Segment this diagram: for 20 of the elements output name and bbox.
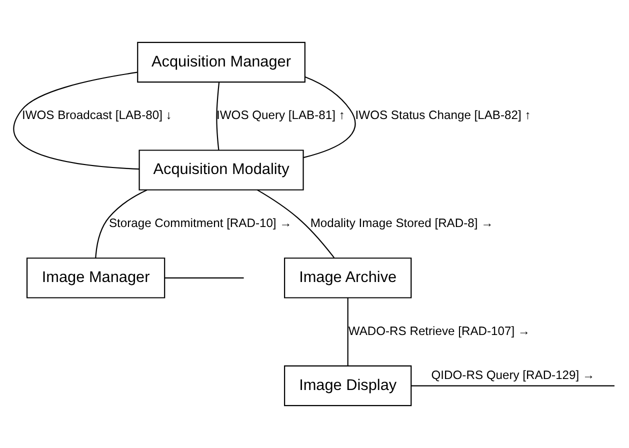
connector <box>256 189 335 258</box>
node-box: Image Display <box>284 365 412 406</box>
connector <box>95 189 148 258</box>
edge-label: IWOS Status Change [LAB-82] ↑ <box>355 108 531 122</box>
connector <box>347 298 348 366</box>
connector <box>13 72 140 170</box>
node-box: Acquisition Manager <box>137 42 306 83</box>
edge-label: WADO-RS Retrieve [RAD-107] → <box>348 324 530 338</box>
node-box: Acquisition Modality <box>138 150 304 190</box>
edge-label: Storage Commitment [RAD-10] → <box>108 216 292 230</box>
connector <box>216 82 220 150</box>
edge-label: IWOS Broadcast [LAB-80] ↓ <box>22 108 172 122</box>
connector <box>164 277 244 278</box>
connector <box>411 385 614 386</box>
connector <box>303 76 356 158</box>
edge-label: IWOS Query [LAB-81] ↑ <box>216 108 345 122</box>
node-box: Image Manager <box>26 258 166 298</box>
edge-label: Modality Image Stored [RAD-8] → <box>310 216 494 230</box>
edge-label: QIDO-RS Query [RAD-129] → <box>431 368 595 382</box>
node-box: Image Archive <box>284 258 412 298</box>
